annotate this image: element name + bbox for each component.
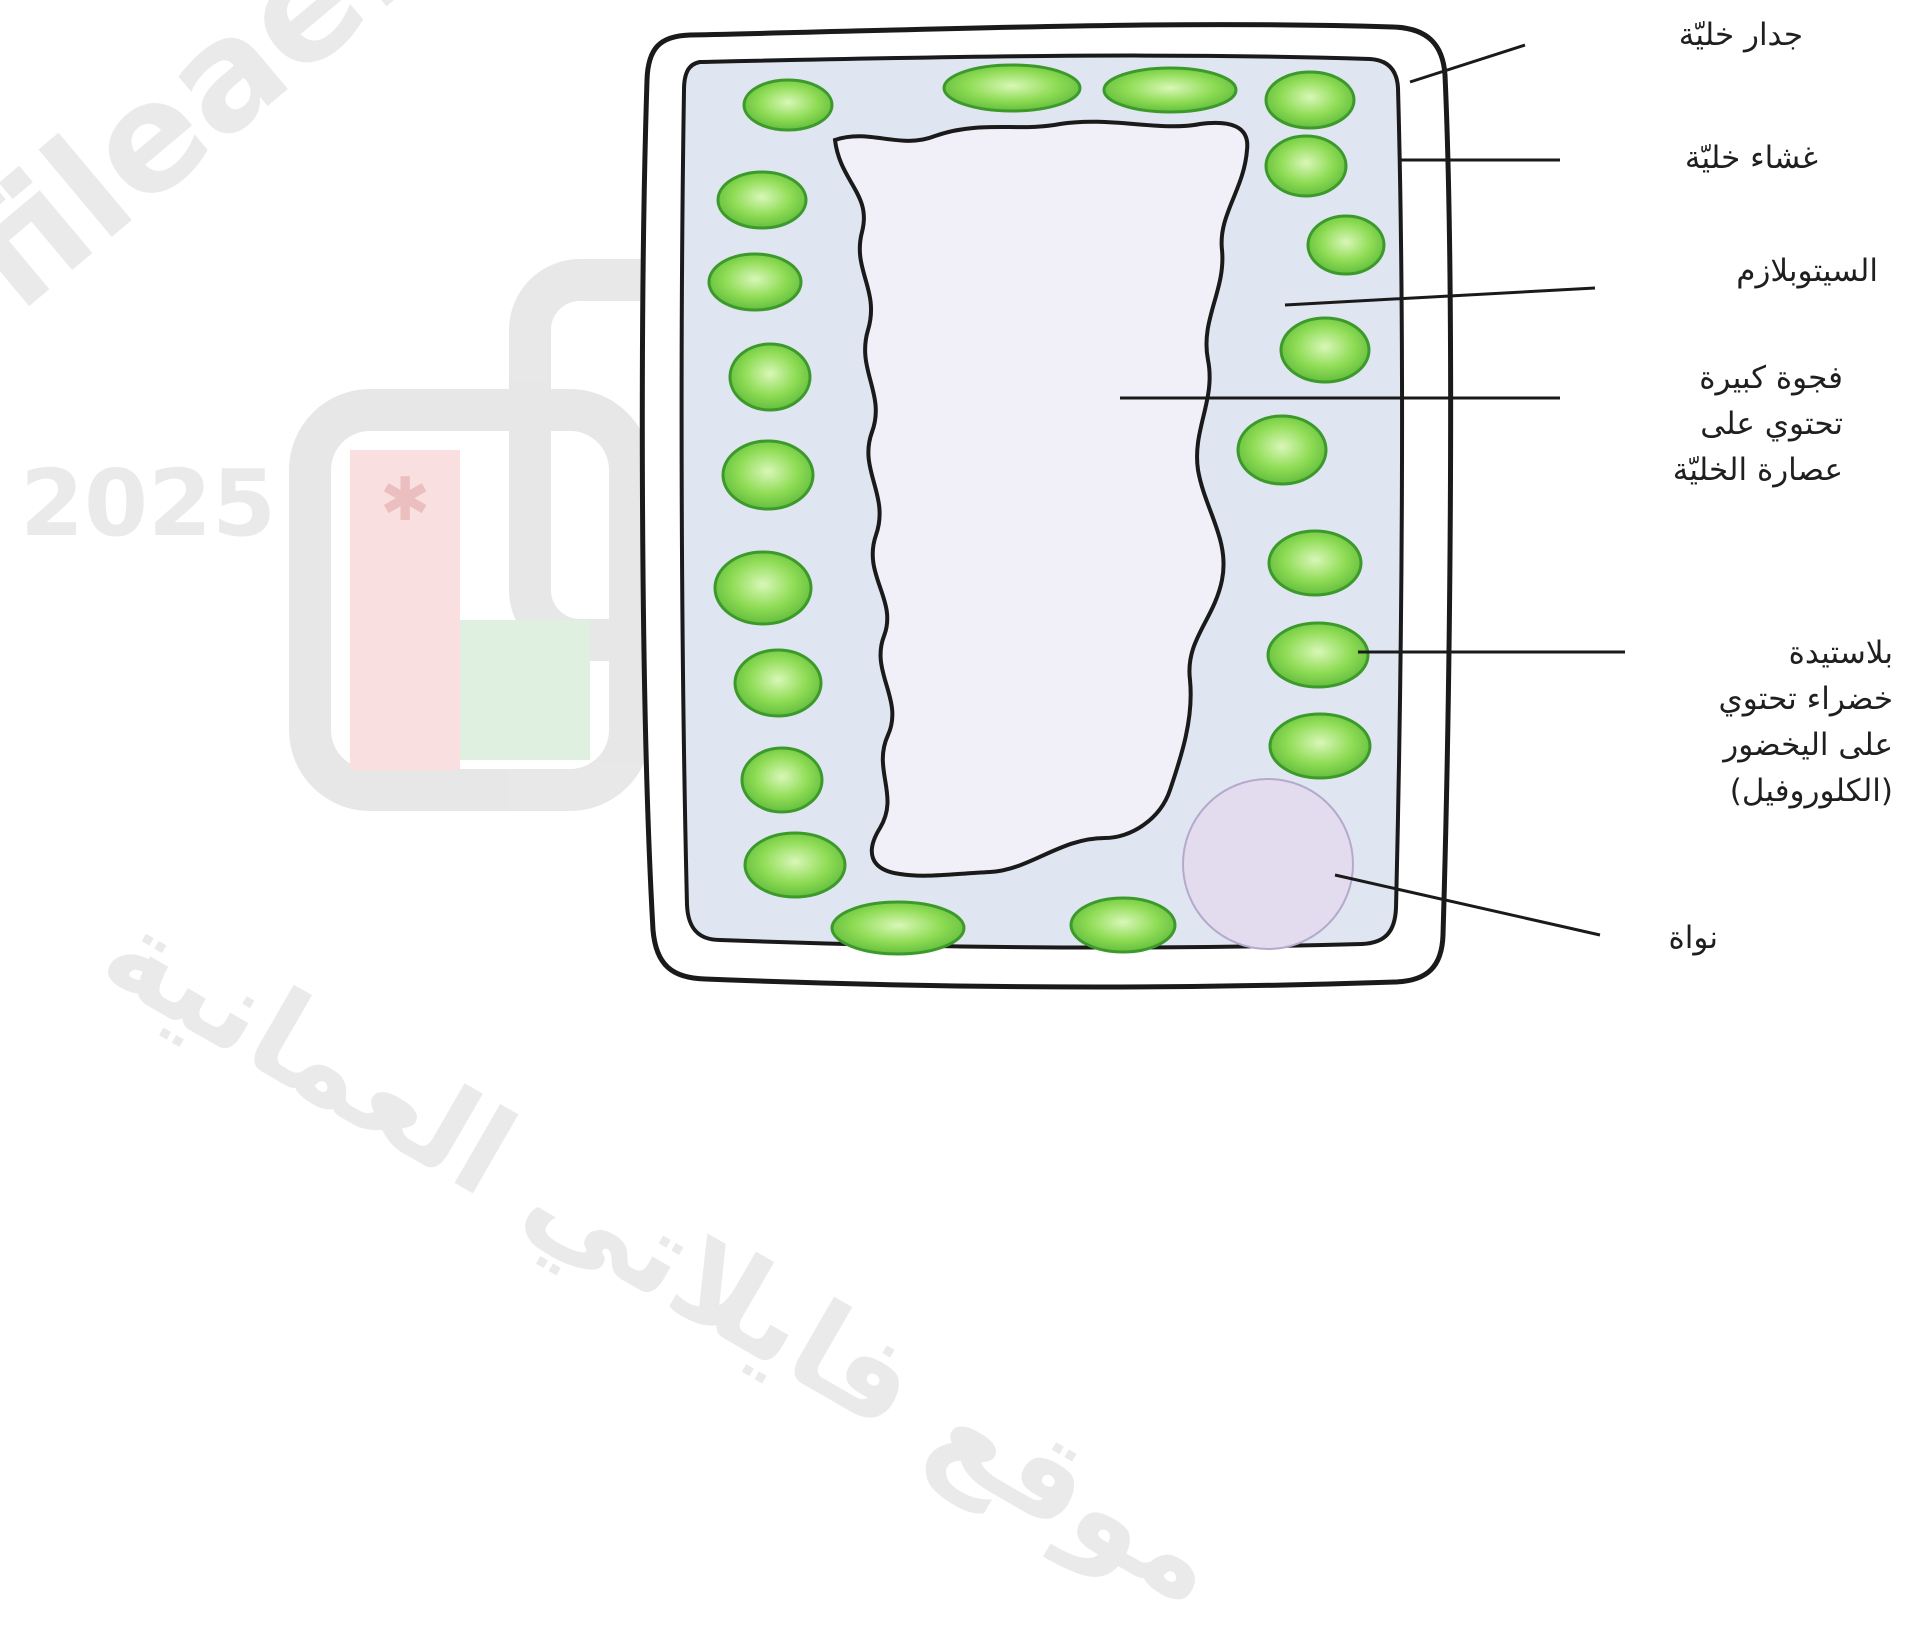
chloroplast: [723, 441, 813, 509]
label-cell-membrane: غشاء خليّة: [1685, 135, 1818, 181]
chloroplast: [944, 65, 1080, 111]
label-cell-wall: جدار خليّة: [1679, 12, 1803, 58]
chloroplast: [718, 172, 806, 228]
label-nucleus: نواة: [1669, 915, 1719, 961]
chloroplast: [1238, 416, 1326, 484]
label-vacuole: فجوة كبيرة تحتوي على عصارة الخليّة: [1673, 355, 1843, 493]
chloroplast: [1268, 623, 1368, 687]
chloroplast: [1104, 68, 1236, 112]
chloroplast: [1071, 898, 1175, 952]
plant-cell-diagram: ✱: [0, 0, 1913, 1095]
chloroplast: [744, 80, 832, 130]
chloroplast: [715, 552, 811, 624]
nucleus: [1183, 779, 1353, 949]
chloroplast: [1281, 318, 1369, 382]
chloroplast: [1266, 136, 1346, 196]
chloroplast: [1266, 72, 1354, 128]
chloroplast: [742, 748, 822, 812]
diagram-stage: fileae.com 2025 2024 موقع فايلاتي العمان…: [0, 0, 1913, 1095]
chloroplast: [745, 833, 845, 897]
svg-text:✱: ✱: [380, 465, 430, 535]
label-cytoplasm: السيتوبلازم: [1736, 248, 1878, 294]
label-chloroplast: بلاستيدة خضراء تحتوي على اليخضور (الكلور…: [1719, 630, 1893, 814]
chloroplast: [1269, 531, 1361, 595]
chloroplast: [1308, 216, 1384, 274]
chloroplast: [735, 650, 821, 716]
chloroplast: [709, 254, 801, 310]
chloroplast: [1270, 714, 1370, 778]
chloroplast: [730, 344, 810, 410]
chloroplast: [832, 902, 964, 954]
